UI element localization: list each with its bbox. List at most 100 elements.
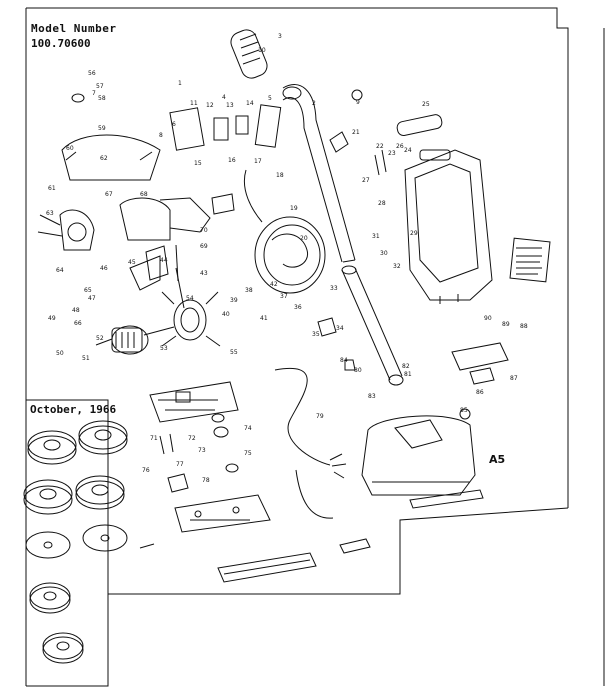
callout-number: 49	[48, 315, 56, 322]
callout-number: 47	[88, 295, 96, 302]
callout-number: 65	[84, 287, 92, 294]
callout-number: 33	[330, 285, 338, 292]
callout-number: 25	[422, 101, 430, 108]
callout-number: 69	[200, 243, 208, 250]
callout-number: 12	[206, 102, 214, 109]
callout-number: 6	[172, 121, 176, 128]
callout-number: 46	[100, 265, 108, 272]
buffer-discs	[25, 524, 128, 559]
nozzle-housing	[361, 415, 484, 509]
power-cord-plug	[274, 368, 347, 519]
callout-number: 13	[226, 102, 234, 109]
page-border	[25, 7, 605, 687]
callout-number: 88	[520, 323, 528, 330]
motor-armature	[95, 325, 175, 355]
callout-number: 42	[270, 281, 278, 288]
callout-number: 7	[92, 90, 96, 97]
callout-number: 48	[72, 307, 80, 314]
wheel-lower	[29, 582, 84, 664]
callout-number: 39	[230, 297, 238, 304]
instruction-card	[509, 237, 551, 283]
sheet-code: A5	[489, 453, 506, 466]
callout-number: 53	[160, 345, 168, 352]
callout-number: 70	[200, 227, 208, 234]
callout-number: 18	[276, 172, 284, 179]
callout-number: 15	[194, 160, 202, 167]
callout-number: 9	[356, 99, 360, 106]
callout-number: 59	[98, 125, 106, 132]
callout-number: 34	[336, 325, 344, 332]
callout-number: 67	[105, 191, 113, 198]
callout-number: 40	[222, 311, 230, 318]
callout-number: 81	[404, 371, 412, 378]
callout-number: 4	[222, 94, 226, 101]
callout-number: 23	[388, 150, 396, 157]
callout-number: 64	[56, 267, 64, 274]
motor-top-housing	[61, 134, 161, 181]
callout-number: 60	[66, 145, 74, 152]
motor-field	[161, 291, 221, 347]
callout-number: 38	[245, 287, 253, 294]
fan-impeller	[37, 209, 95, 251]
callout-number: 78	[202, 477, 210, 484]
handle-grip	[230, 29, 268, 79]
callout-number: 83	[368, 393, 376, 400]
callout-number: 90	[484, 315, 492, 322]
callout-number: 57	[96, 83, 104, 90]
callout-number: 86	[476, 389, 484, 396]
callout-number: 2	[312, 100, 316, 107]
callout-number: 3	[278, 33, 282, 40]
callout-number: 36	[294, 304, 302, 311]
callout-number: 8	[159, 132, 163, 139]
callout-number: 22	[376, 143, 384, 150]
callout-number: 29	[410, 230, 418, 237]
callout-number: 74	[244, 425, 252, 432]
callout-number: 76	[142, 467, 150, 474]
callout-number: 20	[300, 235, 308, 242]
fan-shroud	[119, 197, 211, 241]
callout-number: 28	[378, 200, 386, 207]
callout-number: 24	[404, 147, 412, 154]
callout-number: 63	[46, 210, 54, 217]
callout-number: 77	[176, 461, 184, 468]
callout-number: 50	[56, 350, 64, 357]
callout-number: 44	[160, 257, 168, 264]
callout-number: 37	[280, 293, 288, 300]
callout-number: 66	[74, 320, 82, 327]
callout-number: 87	[510, 375, 518, 382]
callout-number: 55	[230, 349, 238, 356]
callout-number: 51	[82, 355, 90, 362]
callout-number: 26	[396, 143, 404, 150]
callout-number: 79	[316, 413, 324, 420]
callout-number: 75	[244, 450, 252, 457]
callout-number: 72	[188, 435, 196, 442]
callout-number: 5	[268, 95, 272, 102]
callout-number: 54	[186, 295, 194, 302]
callout-number: 19	[290, 205, 298, 212]
callout-number: 30	[380, 250, 388, 257]
model-number-label: Model Number	[31, 22, 117, 35]
callout-number: 27	[362, 177, 370, 184]
base-chassis	[149, 381, 239, 423]
callout-number: 21	[352, 129, 360, 136]
revision-date: October, 1966	[30, 403, 117, 416]
callout-number: 17	[254, 158, 262, 165]
handle-tube-lower	[341, 265, 404, 386]
callout-number: 52	[96, 335, 104, 342]
callout-number: 32	[393, 263, 401, 270]
callout-number: 62	[100, 155, 108, 162]
power-cord-coil	[244, 169, 326, 294]
callout-number: 82	[402, 363, 410, 370]
dust-bag	[404, 149, 493, 304]
callout-number: 43	[200, 270, 208, 277]
callout-number: 45	[128, 259, 136, 266]
headlight	[451, 342, 509, 385]
callout-number: 41	[260, 315, 268, 322]
bearing-bracket	[129, 255, 185, 309]
callout-number: 71	[150, 435, 158, 442]
callout-number: 89	[502, 321, 510, 328]
brush-roll-set	[23, 420, 128, 515]
callout-number: 58	[98, 95, 106, 102]
